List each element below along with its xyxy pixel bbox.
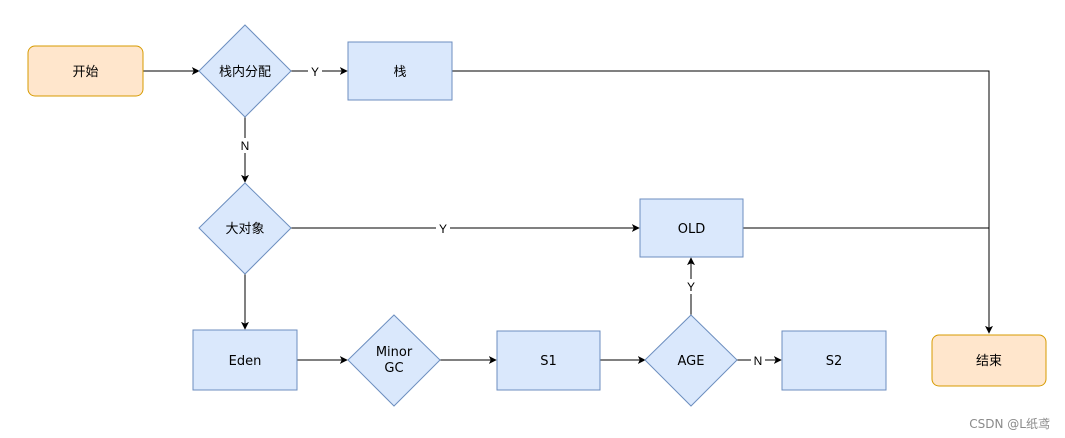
s2-node: S2 (781, 330, 887, 391)
eden-label: Eden (229, 354, 262, 369)
minor-gc-decision: Minor GC (347, 314, 441, 407)
s1-node: S1 (496, 330, 601, 391)
end-shape (931, 334, 1047, 387)
nodes: 开始 栈内分配 栈 大对象 OLD Eden Min (27, 24, 1047, 407)
edge-label-age-no: N (754, 354, 763, 368)
minor-gc-label-line1: Minor (376, 345, 413, 360)
minor-gc-label-line2: GC (384, 361, 403, 376)
edges (143, 67, 993, 364)
s2-label: S2 (826, 354, 843, 369)
start-node: 开始 (27, 45, 144, 97)
age-label: AGE (678, 354, 705, 369)
old-shape (639, 198, 744, 258)
watermark-text: CSDN @L纸鸢 (969, 417, 1050, 431)
start-shape (27, 45, 144, 97)
age-shape (644, 314, 738, 407)
old-node: OLD (639, 198, 744, 258)
edge-labels: Y N Y Y N (239, 64, 765, 368)
s2-shape (781, 330, 887, 391)
old-label: OLD (678, 222, 706, 237)
start-label: 开始 (72, 65, 98, 80)
eden-node: Eden (192, 329, 298, 391)
stack-label: 栈 (393, 65, 406, 80)
edge-label-large-object-yes: Y (439, 222, 447, 236)
stack-alloc-shape (198, 24, 292, 118)
s1-shape (496, 330, 601, 391)
edge-label-stack-alloc-no: N (241, 139, 250, 153)
s1-label: S1 (540, 354, 557, 369)
stack-node: 栈 (347, 41, 453, 101)
stack-alloc-decision: 栈内分配 (198, 24, 292, 118)
age-decision: AGE (644, 314, 738, 407)
large-object-shape (198, 182, 292, 275)
eden-shape (192, 329, 298, 391)
edge-label-stack-alloc-yes: Y (311, 65, 319, 79)
end-label: 结束 (976, 354, 1002, 369)
edge-stack-to-end (452, 70, 993, 334)
large-object-label: 大对象 (225, 222, 264, 237)
minor-gc-shape (347, 314, 441, 407)
end-node: 结束 (931, 334, 1047, 387)
large-object-decision: 大对象 (198, 182, 292, 275)
edge-label-age-yes: Y (687, 280, 695, 294)
stack-alloc-label: 栈内分配 (219, 64, 271, 80)
stack-shape (347, 41, 453, 101)
